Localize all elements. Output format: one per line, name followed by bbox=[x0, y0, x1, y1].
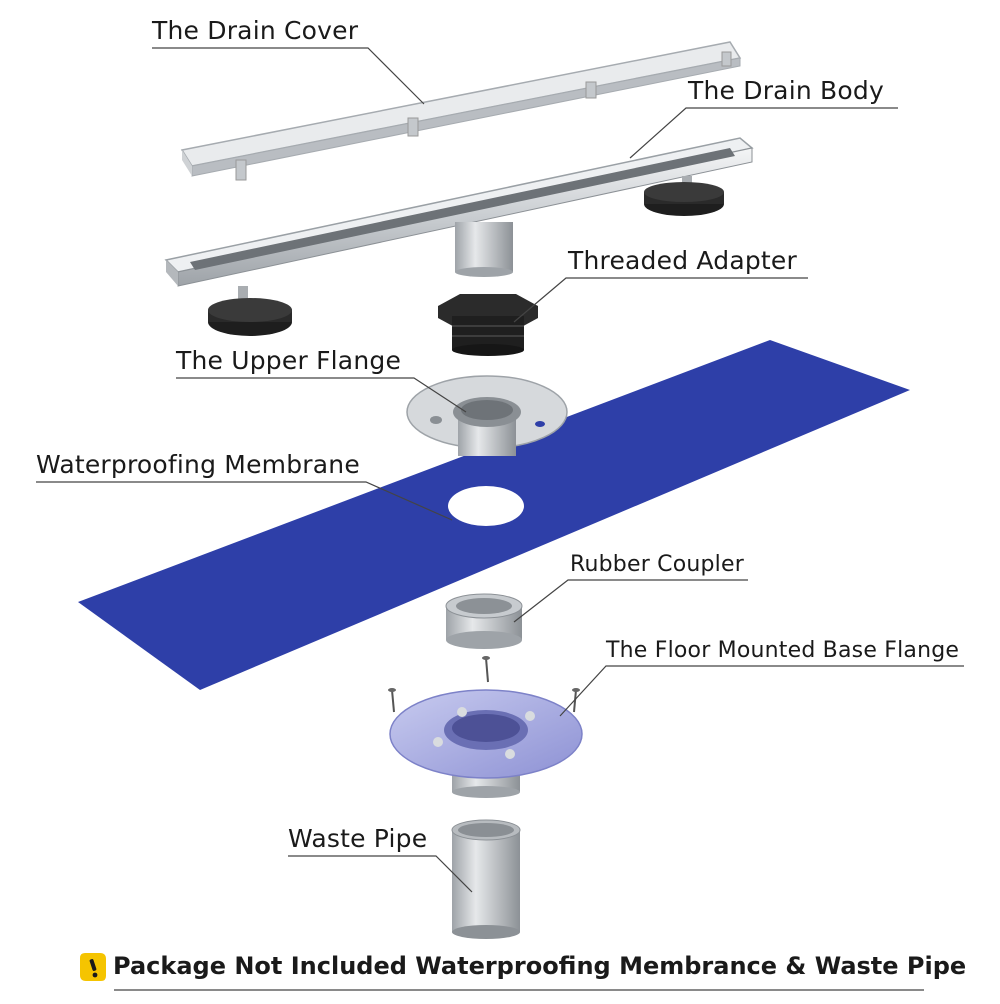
screws bbox=[388, 656, 580, 713]
label-rubber-coupler: Rubber Coupler bbox=[570, 552, 744, 577]
leader-drain-body bbox=[629, 107, 898, 159]
leader-lines bbox=[36, 47, 964, 991]
leader-base-flange bbox=[559, 665, 964, 717]
leader-upper-flange bbox=[176, 377, 467, 413]
label-upper-flange: The Upper Flange bbox=[176, 346, 402, 375]
warning-icon bbox=[80, 953, 106, 981]
label-waterproofing-membrane: Waterproofing Membrane bbox=[36, 450, 360, 479]
waste-pipe bbox=[451, 819, 521, 939]
leader-membrane bbox=[36, 481, 453, 521]
label-drain-cover: The Drain Cover bbox=[152, 16, 359, 45]
label-threaded-adapter: Threaded Adapter bbox=[568, 246, 797, 275]
leader-waste-pipe bbox=[288, 855, 473, 893]
rubber-coupler bbox=[445, 593, 523, 649]
label-drain-body: The Drain Body bbox=[688, 76, 884, 105]
leader-drain-cover bbox=[152, 47, 425, 105]
drain-cover bbox=[180, 41, 742, 181]
base-flange bbox=[389, 689, 583, 798]
footer-note: Package Not Included Waterproofing Membr… bbox=[113, 952, 967, 980]
leader-rubber-coupler bbox=[513, 579, 748, 623]
leader-threaded-adapter bbox=[513, 277, 808, 323]
label-waste-pipe: Waste Pipe bbox=[288, 824, 428, 853]
label-base-flange: The Floor Mounted Base Flange bbox=[606, 638, 960, 663]
upper-flange bbox=[406, 375, 568, 456]
drain-body bbox=[164, 137, 754, 336]
threaded-adapter bbox=[438, 294, 538, 356]
waterproofing-membrane bbox=[78, 340, 910, 690]
